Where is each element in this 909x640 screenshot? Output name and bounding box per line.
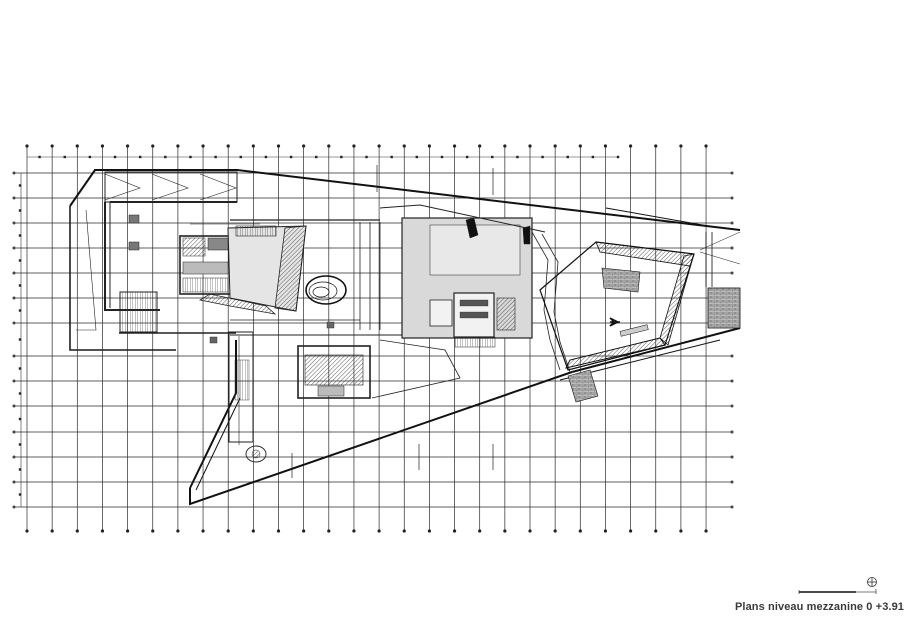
scale-bar-icon: [798, 589, 877, 594]
drawing-title: Plans niveau mezzanine 0 +3.91: [735, 601, 904, 613]
structural-grid: [14, 146, 732, 531]
central-oval-feature: [305, 275, 347, 305]
north-wing: [70, 171, 238, 351]
west-core: [179, 223, 307, 315]
grid-axis-markers: [12, 144, 734, 533]
section-markers: [291, 165, 494, 478]
auditorium-block: [379, 204, 571, 373]
central-zone: [209, 219, 461, 463]
north-arrow-icon: [867, 577, 877, 587]
east-pavilion: [539, 207, 741, 403]
